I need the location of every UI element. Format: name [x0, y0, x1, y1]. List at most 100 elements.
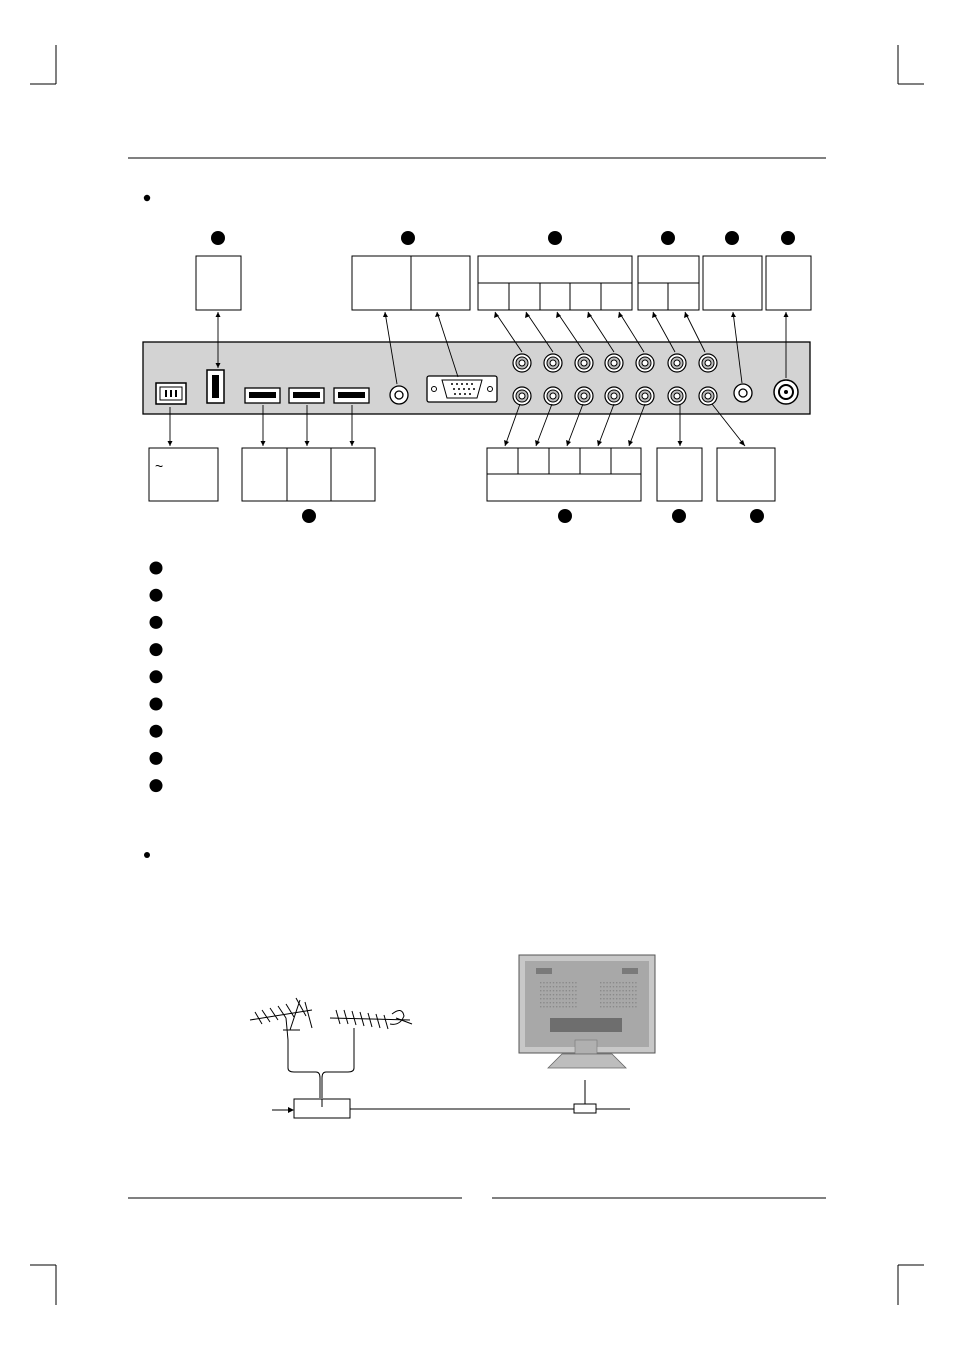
vent-hole [556, 982, 558, 984]
vent-hole [612, 1006, 615, 1008]
vent-hole [632, 1002, 634, 1004]
vent-hole [612, 982, 615, 984]
vent-hole [575, 994, 577, 996]
vent-hole [616, 982, 618, 984]
vent-hole [600, 986, 602, 988]
vent-hole [609, 994, 611, 996]
vent-hole [628, 994, 631, 996]
vent-hole [600, 994, 602, 996]
vent-hole [625, 1006, 627, 1008]
arrow-head [288, 1107, 294, 1113]
vent-hole [632, 986, 634, 988]
vent-hole [572, 986, 574, 988]
vent-hole [562, 982, 564, 984]
vent-hole [635, 998, 637, 1000]
vent-hole [606, 1006, 608, 1008]
vent-hole [543, 994, 545, 996]
output-label-box [716, 447, 776, 502]
vent-hole [625, 998, 627, 1000]
vent-hole [603, 998, 605, 1000]
vent-hole [556, 994, 558, 996]
vent-hole [606, 998, 608, 1000]
coax-antenna-icon [773, 379, 799, 405]
vent-hole [552, 990, 555, 992]
bullet-dot-icon [143, 194, 151, 202]
vent-hole [575, 1002, 577, 1004]
vent-hole [552, 1006, 555, 1008]
power-symbol: ~ [155, 458, 163, 474]
vent-hole [603, 994, 605, 996]
vent-hole [552, 994, 555, 996]
vent-hole [609, 1006, 611, 1008]
bottom-number-markers [302, 509, 764, 523]
vent-hole [549, 1006, 551, 1008]
rca-jack-icon [512, 353, 532, 373]
vent-hole [572, 998, 574, 1000]
leader-lines [169, 311, 787, 447]
vent-hole [562, 998, 564, 1000]
vent-hole [540, 1006, 542, 1008]
video-label-box [656, 447, 703, 502]
vent-hole [559, 1002, 561, 1004]
vent-hole [572, 990, 574, 992]
vga-port-icon [426, 375, 498, 403]
rca-jack-icon [604, 353, 624, 373]
vent-hole [622, 982, 624, 984]
vent-hole [600, 998, 602, 1000]
earphone-jack-icon [733, 383, 753, 403]
vent-hole [575, 986, 577, 988]
rca-jack-icon [543, 353, 563, 373]
vent-hole [619, 990, 621, 992]
vent-hole [552, 986, 555, 988]
hdmi-port-icon [288, 387, 325, 404]
crop-marks [30, 45, 924, 1305]
vent-hole [635, 1006, 637, 1008]
vent-hole [572, 982, 574, 984]
vent-hole [635, 994, 637, 996]
vent-hole [572, 1002, 574, 1004]
rca-jack-icon [574, 386, 594, 406]
vent-hole [568, 986, 571, 988]
vent-hole [543, 990, 545, 992]
black-circle-number-icon [302, 509, 316, 523]
earphone-label-box [702, 255, 763, 311]
vent-hole [556, 990, 558, 992]
rca-jacks [512, 353, 718, 406]
vent-hole [552, 1002, 555, 1004]
vent-hole [546, 998, 548, 1000]
vent-hole [556, 986, 558, 988]
vent-hole [562, 986, 564, 988]
vent-hole [628, 1006, 631, 1008]
vent-hole [603, 1002, 605, 1004]
vent-hole [616, 990, 618, 992]
black-circle-number-icon [149, 751, 163, 765]
vent-hole [606, 1002, 608, 1004]
vent-hole [568, 994, 571, 996]
vent-hole [606, 994, 608, 996]
rca-jack-icon [543, 386, 563, 406]
vent-hole [606, 986, 608, 988]
vent-hole [549, 990, 551, 992]
vent-hole [609, 990, 611, 992]
vent-hole [546, 986, 548, 988]
vent-hole [562, 990, 564, 992]
power-label-box [148, 447, 219, 502]
rca-jack-icon [667, 386, 687, 406]
vent-hole [540, 1002, 542, 1004]
usb-port-icon [206, 369, 225, 404]
black-circle-number-icon [149, 588, 163, 602]
vent-hole [559, 990, 561, 992]
black-circle-number-icon [661, 231, 675, 245]
vent-hole [632, 1006, 634, 1008]
vent-hole [565, 986, 567, 988]
tv-antenna-icon [249, 997, 630, 1119]
vent-hole [616, 1006, 618, 1008]
vent-hole [540, 990, 542, 992]
vent-hole [625, 982, 627, 984]
vent-hole [546, 1002, 548, 1004]
vent-hole [619, 998, 621, 1000]
vent-hole [562, 1006, 564, 1008]
black-circle-number-icon [781, 231, 795, 245]
vent-hole [606, 982, 608, 984]
tv-rear-view-icon [518, 954, 656, 1069]
